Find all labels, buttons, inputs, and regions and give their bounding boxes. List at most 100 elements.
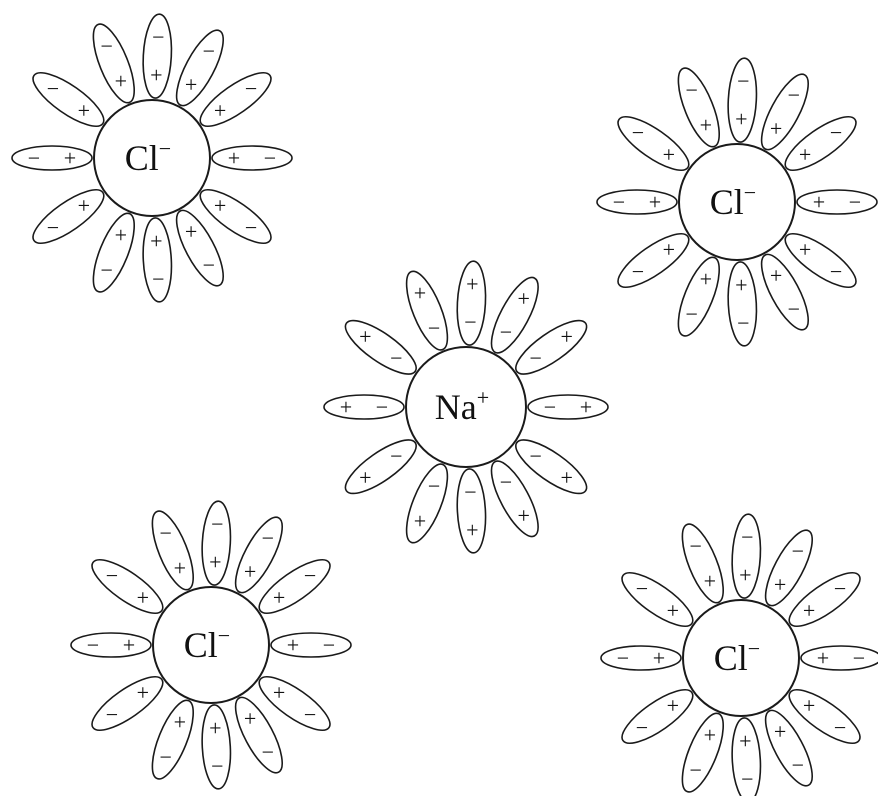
water-dipole: +− xyxy=(677,256,720,337)
water-dipole: +− xyxy=(731,513,762,599)
dipole-inner-sign: + xyxy=(667,598,679,623)
dipole-inner-sign: − xyxy=(464,309,476,334)
dipole-outer-sign: + xyxy=(466,272,478,297)
dipole-outer-sign: + xyxy=(560,465,572,490)
dipole-ellipse xyxy=(201,500,232,586)
water-dipole: +− xyxy=(151,699,194,780)
dipole-ellipse xyxy=(515,439,588,495)
dipole-outer-sign: − xyxy=(211,753,223,778)
dipole-ellipse xyxy=(91,559,164,614)
dipole-outer-sign: + xyxy=(414,281,426,306)
dipole-outer-sign: − xyxy=(788,83,800,108)
ion-label: Cl− xyxy=(184,623,230,665)
dipole-ellipse xyxy=(788,689,861,744)
dipole-outer-sign: + xyxy=(517,503,529,528)
dipole-ellipse xyxy=(596,189,678,215)
dipole-ellipse xyxy=(405,463,449,544)
dipole-ellipse xyxy=(199,189,272,244)
dipole-inner-sign: + xyxy=(649,190,661,215)
ion-label: Na+ xyxy=(435,385,489,427)
dipole-inner-sign: + xyxy=(185,219,197,244)
dipole-inner-sign: − xyxy=(530,346,542,371)
dipole-ellipse xyxy=(621,572,694,627)
water-dipole: −+ xyxy=(515,319,588,375)
dipole-outer-sign: − xyxy=(788,296,800,321)
dipole-outer-sign: − xyxy=(690,758,702,783)
water-dipole: +− xyxy=(11,145,93,171)
water-dipole: +− xyxy=(621,689,694,744)
dipole-outer-sign: − xyxy=(203,39,215,64)
dipole-inner-sign: + xyxy=(137,680,149,705)
ion-cl-bottom-left: +−+−+−+−+−+−+−+−+−+−+−+−Cl− xyxy=(70,500,352,790)
dipole-ellipse xyxy=(258,676,331,731)
water-dipole: −+ xyxy=(490,460,539,538)
dipole-outer-sign: − xyxy=(632,120,644,145)
dipole-ellipse xyxy=(199,72,272,127)
water-dipole: −+ xyxy=(456,260,487,346)
water-dipole: +− xyxy=(617,233,690,288)
ion-element: Na xyxy=(435,387,477,427)
dipole-inner-sign: + xyxy=(700,112,712,137)
dipole-outer-sign: − xyxy=(741,525,753,550)
dipole-outer-sign: − xyxy=(203,252,215,277)
water-dipole: +− xyxy=(788,572,861,627)
dipole-inner-sign: − xyxy=(500,319,512,344)
dipole-outer-sign: − xyxy=(262,739,274,764)
dipole-outer-sign: − xyxy=(323,633,335,658)
water-dipole: −+ xyxy=(527,394,609,420)
dipole-inner-sign: + xyxy=(209,549,221,574)
water-dipole: +− xyxy=(764,529,813,607)
dipole-ellipse xyxy=(796,189,878,215)
water-dipole: +− xyxy=(234,516,283,594)
dipole-ellipse xyxy=(681,523,724,604)
ion-cl-bottom-right: +−+−+−+−+−+−+−+−+−+−+−+−Cl− xyxy=(600,513,878,796)
dipole-inner-sign: + xyxy=(739,562,751,587)
dipole-inner-sign: + xyxy=(214,193,226,218)
water-dipole: +− xyxy=(784,233,857,288)
water-dipole: +− xyxy=(258,559,331,614)
dipole-outer-sign: − xyxy=(737,69,749,94)
dipole-ellipse xyxy=(175,209,224,287)
dipole-ellipse xyxy=(731,717,762,796)
water-dipole: −+ xyxy=(405,270,449,351)
dipole-outer-sign: − xyxy=(87,633,99,658)
ion-charge: − xyxy=(159,136,171,161)
water-dipole: −+ xyxy=(456,468,487,554)
ion-label: Cl− xyxy=(125,136,171,178)
dipole-ellipse xyxy=(70,632,152,658)
water-dipole: +− xyxy=(727,261,758,347)
dipole-ellipse xyxy=(731,513,762,599)
water-dipole: +− xyxy=(151,510,194,591)
dipole-inner-sign: + xyxy=(78,193,90,218)
water-dipole: +− xyxy=(681,523,724,604)
ion-circle xyxy=(405,346,527,468)
dipole-outer-sign: − xyxy=(245,215,257,240)
ion-charge: − xyxy=(748,636,760,661)
water-dipole: +− xyxy=(91,676,164,731)
dipole-outer-sign: − xyxy=(686,77,698,102)
dipole-outer-sign: − xyxy=(834,715,846,740)
dipole-ellipse xyxy=(681,712,724,793)
dipole-ellipse xyxy=(344,439,417,495)
dipole-inner-sign: − xyxy=(530,443,542,468)
ion-circle xyxy=(682,599,800,717)
dipole-inner-sign: + xyxy=(78,98,90,123)
dipole-inner-sign: + xyxy=(185,72,197,97)
dipole-inner-sign: + xyxy=(244,559,256,584)
water-dipole: +− xyxy=(92,23,135,104)
dipole-inner-sign: + xyxy=(174,710,186,735)
dipole-inner-sign: + xyxy=(774,572,786,597)
ion-cl-top-right: +−+−+−+−+−+−+−+−+−+−+−+−Cl− xyxy=(596,57,878,347)
dipole-outer-sign: − xyxy=(47,76,59,101)
dipole-ellipse xyxy=(727,57,758,143)
dipole-ellipse xyxy=(211,145,293,171)
water-dipole: +− xyxy=(142,217,173,303)
water-dipole: +− xyxy=(727,57,758,143)
dipole-ellipse xyxy=(527,394,609,420)
water-dipole: +− xyxy=(621,572,694,627)
ion-circle xyxy=(678,143,796,261)
dipole-inner-sign: + xyxy=(115,223,127,248)
water-dipole: −+ xyxy=(515,439,588,495)
water-dipole: −+ xyxy=(490,276,539,354)
water-dipole: +− xyxy=(175,29,224,107)
